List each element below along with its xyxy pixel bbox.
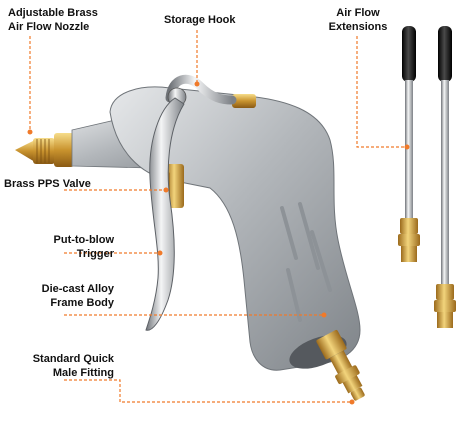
label-storage-hook-line-1: Storage Hook [164,14,236,26]
air-flow-extension-1 [398,26,420,262]
callout-line-fitting [64,379,350,403]
die-cast-frame-body [109,86,361,371]
label-quick-fitting: Standard Quick Male Fitting [4,352,114,380]
brass-nozzle [15,133,74,167]
label-trigger-line-1: Put-to-blow [53,234,114,246]
label-quick-fitting-line-2: Male Fitting [52,367,114,379]
storage-hook [165,74,237,105]
label-trigger-line-2: Trigger [76,248,114,260]
label-pps-valve-line-1: Brass PPS Valve [4,178,91,190]
label-frame-body-line-2: Frame Body [50,297,114,309]
label-frame-body: Die-cast Alloy Frame Body [4,282,114,310]
label-adjustable-nozzle-line-1: Adjustable Brass [8,7,98,19]
label-quick-fitting-line-1: Standard Quick [32,353,114,365]
put-to-blow-trigger [145,97,185,331]
callout-line-extensions [356,36,405,148]
callout-dots [27,81,410,405]
top-brass-port [232,94,256,108]
label-pps-valve: Brass PPS Valve [4,177,91,191]
label-trigger: Put-to-blow Trigger [4,233,114,261]
callout-lines [29,30,405,403]
label-adjustable-nozzle: Adjustable Brass Air Flow Nozzle [8,6,98,34]
label-frame-body-line-1: Die-cast Alloy [41,283,114,295]
handle-grip-pattern [280,202,332,322]
label-storage-hook: Storage Hook [164,13,236,27]
label-extensions: Air Flow Extensions [324,6,392,34]
label-extensions-line-1: Air Flow [336,7,380,19]
label-adjustable-nozzle-line-2: Air Flow Nozzle [8,21,90,33]
quick-male-fitting [316,329,365,401]
air-flow-extension-2 [434,26,456,328]
label-extensions-line-2: Extensions [328,21,388,33]
